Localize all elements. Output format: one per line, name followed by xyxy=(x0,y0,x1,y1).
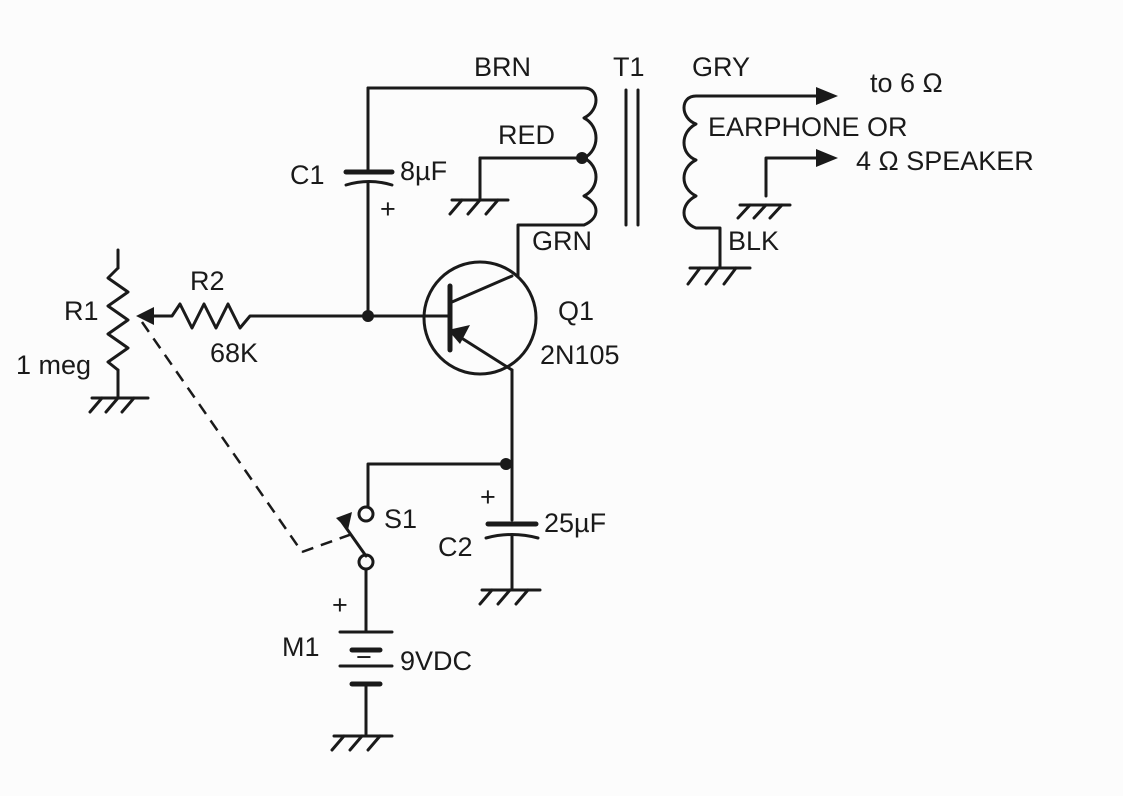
label-c1: C1 xyxy=(290,160,325,190)
label-q1-type: 2N105 xyxy=(540,340,620,370)
base-junction xyxy=(362,310,374,322)
transformer-primary-winding xyxy=(366,86,598,278)
label-m1-value: 9VDC xyxy=(400,646,472,676)
label-t1: T1 xyxy=(613,52,645,82)
label-grn: GRN xyxy=(532,226,592,256)
label-s1: S1 xyxy=(384,504,417,534)
label-q1: Q1 xyxy=(558,296,594,326)
return-arrow-icon xyxy=(816,149,838,167)
wiper-arrow-icon xyxy=(136,307,154,325)
label-c1-plus: + xyxy=(380,194,396,224)
secondary-ground xyxy=(686,266,752,286)
red-tap-junction xyxy=(576,152,588,164)
emitter-arrow-icon xyxy=(448,325,470,344)
capacitor-c1 xyxy=(343,86,395,318)
label-c2-value: 25µF xyxy=(544,508,606,538)
switch-feed-wire xyxy=(366,462,508,508)
switch-s1 xyxy=(336,505,375,634)
output-arrow-icon xyxy=(816,87,838,105)
label-gry: GRY xyxy=(692,52,750,82)
label-to-6-ohm: to 6 Ω xyxy=(870,68,943,98)
label-brn: BRN xyxy=(474,52,531,82)
battery-m1 xyxy=(330,630,394,752)
label-r1: R1 xyxy=(64,296,99,326)
potentiometer-r1 xyxy=(88,248,150,414)
transformer-core xyxy=(624,88,640,227)
transformer-secondary-winding xyxy=(682,87,838,270)
red-tap-ground xyxy=(448,198,510,216)
label-c2: C2 xyxy=(438,532,473,562)
capacitor-c2 xyxy=(478,462,542,606)
label-earphone-or: EARPHONE OR xyxy=(708,112,908,142)
label-red: RED xyxy=(498,120,555,150)
label-m1: M1 xyxy=(282,632,320,662)
label-r1-value: 1 meg xyxy=(16,350,91,380)
transistor-q1 xyxy=(422,260,538,466)
label-m1-minus: − xyxy=(356,642,372,672)
label-speaker: 4 Ω SPEAKER xyxy=(856,146,1034,176)
speaker-return-lead xyxy=(736,149,838,220)
ganged-switch-link xyxy=(140,321,304,553)
label-c1-value: 8µF xyxy=(400,156,447,186)
label-m1-plus: + xyxy=(332,590,348,620)
ganged-switch-link-end xyxy=(301,532,353,554)
switch-arrow-icon xyxy=(336,512,352,530)
label-r2-value: 68K xyxy=(210,338,258,368)
label-r2: R2 xyxy=(190,266,225,296)
resistor-r2 xyxy=(148,302,264,330)
label-c2-plus: + xyxy=(480,482,496,512)
label-blk: BLK xyxy=(728,226,779,256)
